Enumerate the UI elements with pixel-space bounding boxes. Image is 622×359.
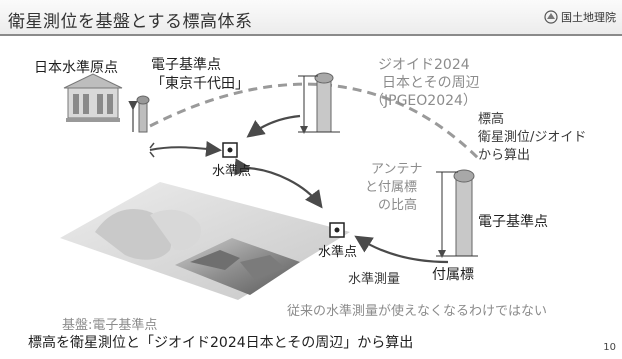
label-benchmark-b: 水準点 xyxy=(318,245,358,260)
benchmark-a-icon xyxy=(222,142,238,158)
label-gnss-title-line2: 「東京千代田」 xyxy=(151,76,249,92)
label-geoid-line2: 日本とその周辺 xyxy=(382,75,480,91)
label-origin-title: 日本水準原点 xyxy=(34,60,118,76)
title-bar: 衛星測位を基盤とする標高体系 国土地理院 xyxy=(0,0,622,36)
arrow-origin-to-benchmark xyxy=(149,140,222,157)
label-gnss-station: 電子基準点 xyxy=(478,214,548,230)
note-leveling-still-usable: 従来の水準測量が使えなくなるわけではない xyxy=(287,304,548,319)
label-antenna-line1: アンテナ xyxy=(371,162,423,177)
label-geoid-line3: （JPGEO2024） xyxy=(370,93,477,109)
bottom-summary: 標高を衛星測位と「ジオイド2024日本とその周辺」から算出 xyxy=(28,335,414,351)
label-elevation-line3: から算出 xyxy=(478,148,531,163)
label-geoid-line1: ジオイド2024 xyxy=(378,57,470,73)
label-antenna-line3: の比高 xyxy=(378,198,418,213)
benchmark-b-icon xyxy=(329,222,345,238)
gsi-logo-text: 国土地理院 xyxy=(561,11,616,24)
label-elevation-line1: 標高 xyxy=(478,112,505,127)
page-number: 10 xyxy=(603,342,616,353)
label-leveling: 水準測量 xyxy=(348,272,401,287)
label-foundation: 基盤:電子基準点 xyxy=(62,318,158,333)
label-attached-mark: 付属標 xyxy=(432,267,474,283)
base-map xyxy=(60,182,350,300)
gnss-station-top-icon xyxy=(298,72,340,134)
gnss-station-chiyoda-icon xyxy=(128,95,150,133)
gsi-logo-icon xyxy=(544,10,558,24)
label-antenna-line2: と付属標 xyxy=(365,180,418,195)
arrow-benchmark-link xyxy=(234,158,323,209)
geoid-curve xyxy=(149,82,482,162)
arrow-pillar-to-benchmark xyxy=(246,114,301,138)
label-benchmark-a: 水準点 xyxy=(212,164,252,179)
label-elevation-line2: 衛星測位/ジオイド xyxy=(478,130,587,145)
datum-building-icon xyxy=(63,73,123,122)
arrow-leveling xyxy=(354,235,449,264)
label-gnss-title-line1: 電子基準点 xyxy=(151,57,221,73)
page-title: 衛星測位を基盤とする標高体系 xyxy=(8,12,253,32)
gnss-station-right-icon xyxy=(436,169,478,258)
gsi-logo: 国土地理院 xyxy=(544,9,616,25)
